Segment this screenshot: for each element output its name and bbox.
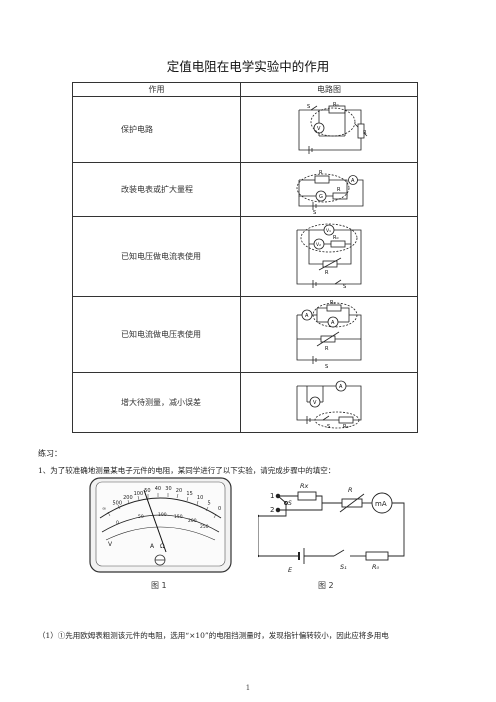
page-number: 1 <box>245 684 251 692</box>
label-v1: V₁ <box>326 228 331 234</box>
increase-measurement-diagram: A V S R₀ <box>296 380 362 430</box>
label-s: S <box>343 284 346 290</box>
scale-top-label: 10 <box>197 495 203 501</box>
diagram-cell: A R₀ A R S <box>240 296 418 373</box>
header-diagram: 电路图 <box>240 82 418 97</box>
label-r2: R <box>337 187 341 193</box>
step-1-text: （1）①先用欧姆表粗测该元件的电阻，选用“×10”的电阻挡测量时，发现指针偏转较… <box>38 631 389 640</box>
label-s: S <box>327 424 330 430</box>
label-v2: V₂ <box>316 242 321 248</box>
scale-top-label: 40 <box>155 486 161 492</box>
page-title: 定值电阻在电学实验中的作用 <box>166 59 330 74</box>
label-r0: R₀ <box>343 424 348 430</box>
label-a: A <box>305 313 309 319</box>
scale-right-label: 150 <box>174 514 183 520</box>
label-r: R <box>319 170 323 176</box>
role-cell: 已知电压做电流表使用 <box>72 216 241 297</box>
scale-top-label: 0 <box>218 506 221 512</box>
meter-needle <box>143 489 167 553</box>
label-g: G <box>319 194 323 200</box>
label-r0: R₀ <box>330 300 335 306</box>
label-a: A <box>339 384 343 390</box>
role-cell: 增大待测量，减小误差 <box>72 372 241 433</box>
label-r0: R₀ <box>333 102 338 108</box>
roles-table: 作用 电路图 保护电路 <box>72 82 418 433</box>
switch-s1-label: S₁ <box>340 563 347 571</box>
voltage-as-current-diagram: V₁ V₂ R₀ R S <box>296 223 362 290</box>
scale-top-label: 20 <box>176 488 182 494</box>
protect-circuit-diagram: S R₀ V R <box>298 102 368 154</box>
table-row: 保护电路 S R₀ <box>72 96 418 163</box>
meter-conversion-diagram: R A G R S <box>296 170 364 214</box>
label-r: R <box>325 270 329 276</box>
label-a2: A <box>331 320 335 326</box>
milliammeter-label: mA <box>375 500 387 508</box>
label-v: V <box>108 541 113 548</box>
label-a: A <box>351 178 355 184</box>
exercise-heading: 练习： <box>38 449 62 458</box>
label-r0: R₀ <box>333 235 338 241</box>
diagram-cell: S R₀ V R <box>240 96 418 163</box>
figure-2-caption: 图 2 <box>318 581 334 590</box>
role-cell: 保护电路 <box>72 96 241 163</box>
table-header-row: 作用 电路图 <box>72 82 418 97</box>
switch-s-label: S <box>288 500 292 507</box>
label-r: R <box>325 346 329 352</box>
label-ohm: Ω <box>160 543 165 550</box>
diagram-cell: V₁ V₂ R₀ R S <box>240 216 418 297</box>
scale-right-label: 250 <box>200 524 209 530</box>
header-role: 作用 <box>72 82 241 97</box>
label-r: R <box>363 130 367 136</box>
scale-right-label: 200 <box>188 518 197 524</box>
question-text: 1、为了较准确地测量某电子元件的电阻，某同学进行了以下实验，请完成步骤中的填空： <box>38 466 336 475</box>
table-row: 增大待测量，减小误差 A V S <box>72 372 418 433</box>
rx-label: Rx <box>300 482 309 490</box>
scale-top-label: 500 <box>113 500 123 506</box>
diagram-cell: R A G R S <box>240 162 418 217</box>
current-as-voltage-diagram: A R₀ A R S <box>296 300 362 370</box>
terminal-2-label: 2 <box>270 506 274 514</box>
table-row: 改装电表或扩大量程 R A G R S <box>72 162 418 217</box>
role-cell: 改装电表或扩大量程 <box>72 162 241 217</box>
r0-label: R₀ <box>372 563 380 571</box>
label-v: V <box>317 126 321 132</box>
measurement-circuit-figure: 1 2 S Rx R mA E S₁ R₀ <box>258 482 405 574</box>
figure-1-caption: 图 1 <box>151 581 167 590</box>
scale-right-label: 0 <box>116 520 119 526</box>
table-row: 已知电流做电压表使用 <box>72 296 418 373</box>
label-a: A <box>150 543 155 550</box>
scale-top-label: 200 <box>123 495 133 501</box>
scale-top-label: 30 <box>165 486 171 492</box>
scale-right-label: 100 <box>158 512 167 518</box>
scale-top-label: 100 <box>134 491 144 497</box>
label-v: V <box>313 400 317 406</box>
role-cell: 已知电流做电压表使用 <box>72 296 241 373</box>
label-s: S <box>307 104 310 110</box>
diagram-cell: A V S R₀ <box>240 372 418 433</box>
label-s: S <box>313 210 316 214</box>
scale-right-label: 50 <box>138 514 144 520</box>
dc-scale-labels: 250 200 150 100 50 0 <box>116 512 209 530</box>
scale-top-label: ∞ <box>102 506 106 512</box>
scale-top-label: 15 <box>186 491 192 497</box>
table-row: 已知电压做电流表使用 <box>72 216 418 297</box>
battery-e-label: E <box>288 566 293 574</box>
terminal-1-label: 1 <box>270 492 274 500</box>
scale-top-label: 50 <box>144 488 150 494</box>
rheostat-label: R <box>348 486 353 494</box>
scale-top-label: 5 <box>208 500 211 506</box>
label-s: S <box>325 364 328 370</box>
